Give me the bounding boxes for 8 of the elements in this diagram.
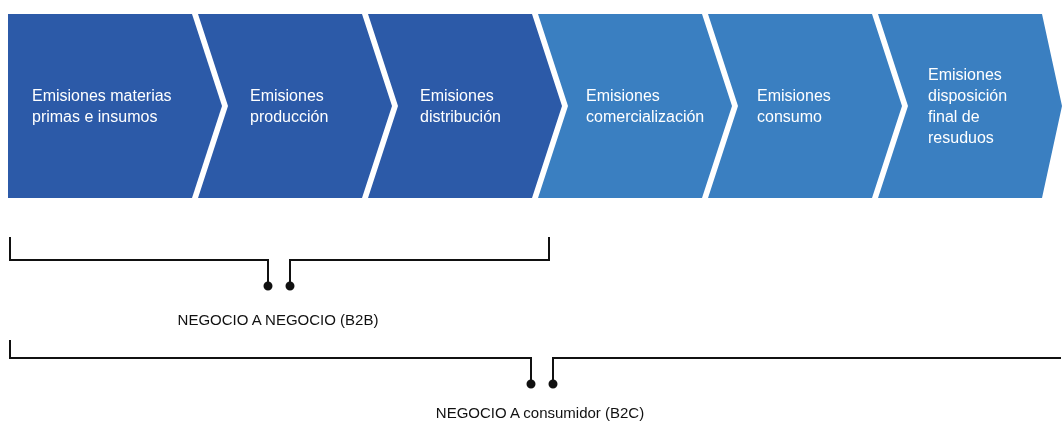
step-label: Emisiones producción [250, 86, 330, 127]
step-label: Emisiones materias primas e insumos [32, 86, 173, 127]
step-label: Emisiones comercialización [586, 86, 706, 127]
step-label: Emisiones disposición final de resuduos [928, 65, 1009, 148]
step-label: Emisiones consumo [757, 86, 832, 127]
bracket-label: NEGOCIO A consumidor (B2C) [435, 404, 645, 421]
bracket-label: NEGOCIO A NEGOCIO (B2B) [177, 311, 379, 328]
step-label: Emisiones distribución [420, 86, 502, 127]
